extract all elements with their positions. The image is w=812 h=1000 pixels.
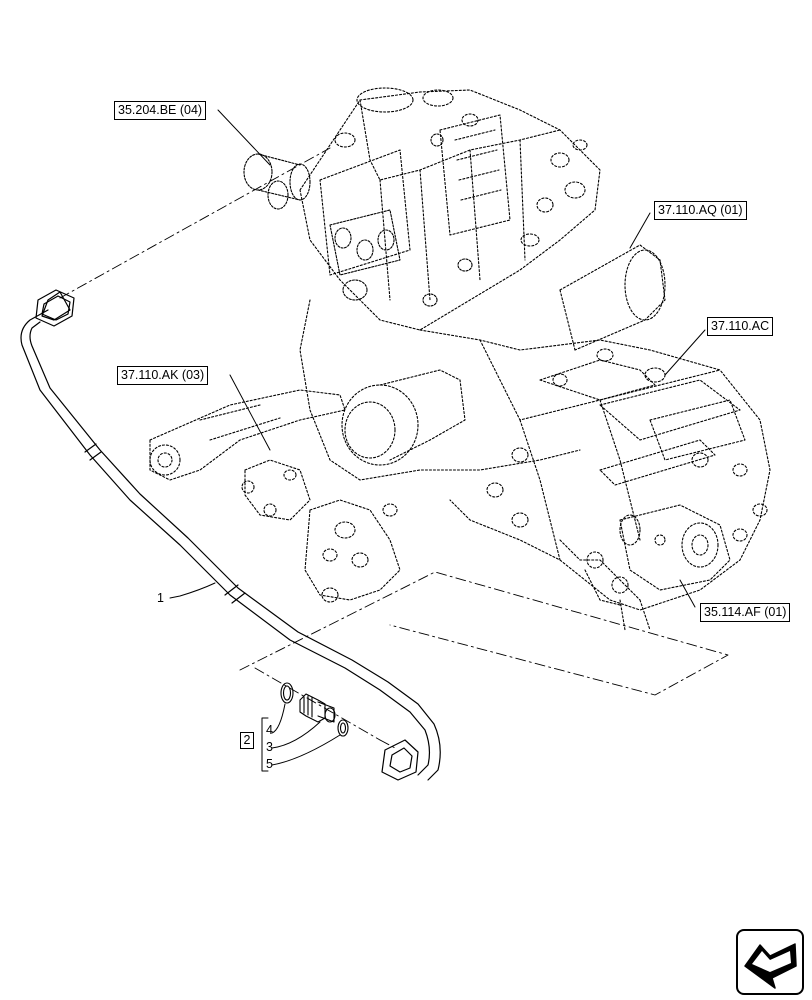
- valve-block: [299, 87, 601, 331]
- callout-item-2: 2: [240, 732, 254, 749]
- callout-item-4: 4: [266, 723, 273, 737]
- ref-link-35-204-be[interactable]: 35.204.BE (04): [114, 101, 207, 120]
- fitting-assembly: [280, 682, 349, 737]
- callout-item-3: 3: [266, 740, 273, 754]
- lift-cylinder-right: [559, 244, 666, 351]
- ref-link-35-114-af[interactable]: 35.114.AF (01): [700, 603, 791, 622]
- valve-spools: [243, 133, 473, 307]
- pump-right: [584, 504, 731, 631]
- o-ring-item-4: [280, 682, 294, 704]
- ref-link-37-110-aq[interactable]: 37.110.AQ (01): [654, 201, 747, 220]
- ref-link-37-110-ak[interactable]: 37.110.AK (03): [117, 366, 209, 385]
- return-navigation-button[interactable]: [735, 928, 805, 996]
- rear-housing: [299, 299, 771, 611]
- leader-lines: [169, 109, 706, 772]
- seal-ring-item-5: [337, 719, 349, 737]
- callout-item-5: 5: [266, 757, 273, 771]
- return-arrow-icon: [736, 929, 804, 995]
- callout-item-1: 1: [157, 591, 164, 605]
- lower-linkage: [304, 499, 401, 603]
- lift-arm-left: [149, 369, 466, 521]
- ref-link-37-110-ac[interactable]: 37.110.AC: [707, 317, 774, 336]
- hydraulic-pipe: [20, 289, 441, 781]
